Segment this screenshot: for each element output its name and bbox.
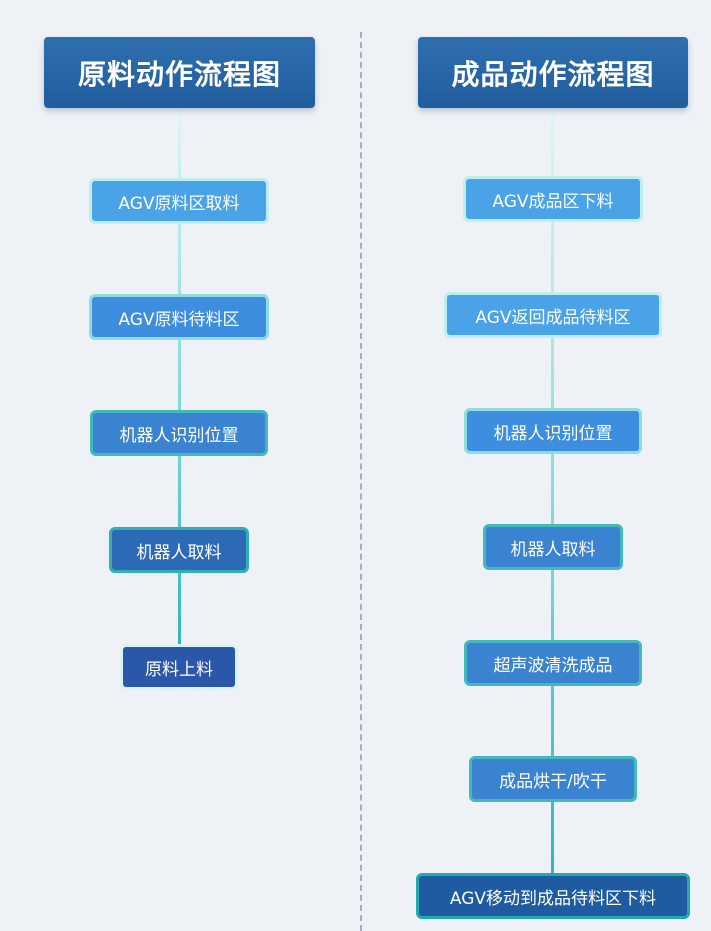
raw-step-4: 机器人取料 xyxy=(109,527,249,573)
raw-step-2: AGV原料待料区 xyxy=(89,294,269,340)
finished-step-2: AGV返回成品待料区 xyxy=(444,292,662,338)
flow-connector xyxy=(178,108,181,668)
finished-step-5: 超声波清洗成品 xyxy=(464,640,642,686)
finished-step-4: 机器人取料 xyxy=(483,524,623,570)
finished-step-7: AGV移动到成品待料区下料 xyxy=(416,873,690,919)
raw-step-1: AGV原料区取料 xyxy=(89,178,269,224)
column-divider xyxy=(360,32,362,931)
raw-step-5: 原料上料 xyxy=(120,644,238,690)
flow-connector xyxy=(551,108,554,898)
finished-product-flow-title: 成品动作流程图 xyxy=(418,37,688,108)
finished-step-3: 机器人识别位置 xyxy=(464,408,642,454)
finished-step-6: 成品烘干/吹干 xyxy=(469,756,637,802)
raw-material-flow-title: 原料动作流程图 xyxy=(44,37,315,108)
raw-step-3: 机器人识别位置 xyxy=(90,410,268,456)
finished-step-1: AGV成品区下料 xyxy=(463,176,643,222)
finished-product-flow: 成品动作流程图 AGV成品区下料 AGV返回成品待料区 机器人识别位置 机器人取… xyxy=(362,0,711,931)
raw-material-flow: 原料动作流程图 AGV原料区取料 AGV原料待料区 机器人识别位置 机器人取料 … xyxy=(44,37,315,690)
